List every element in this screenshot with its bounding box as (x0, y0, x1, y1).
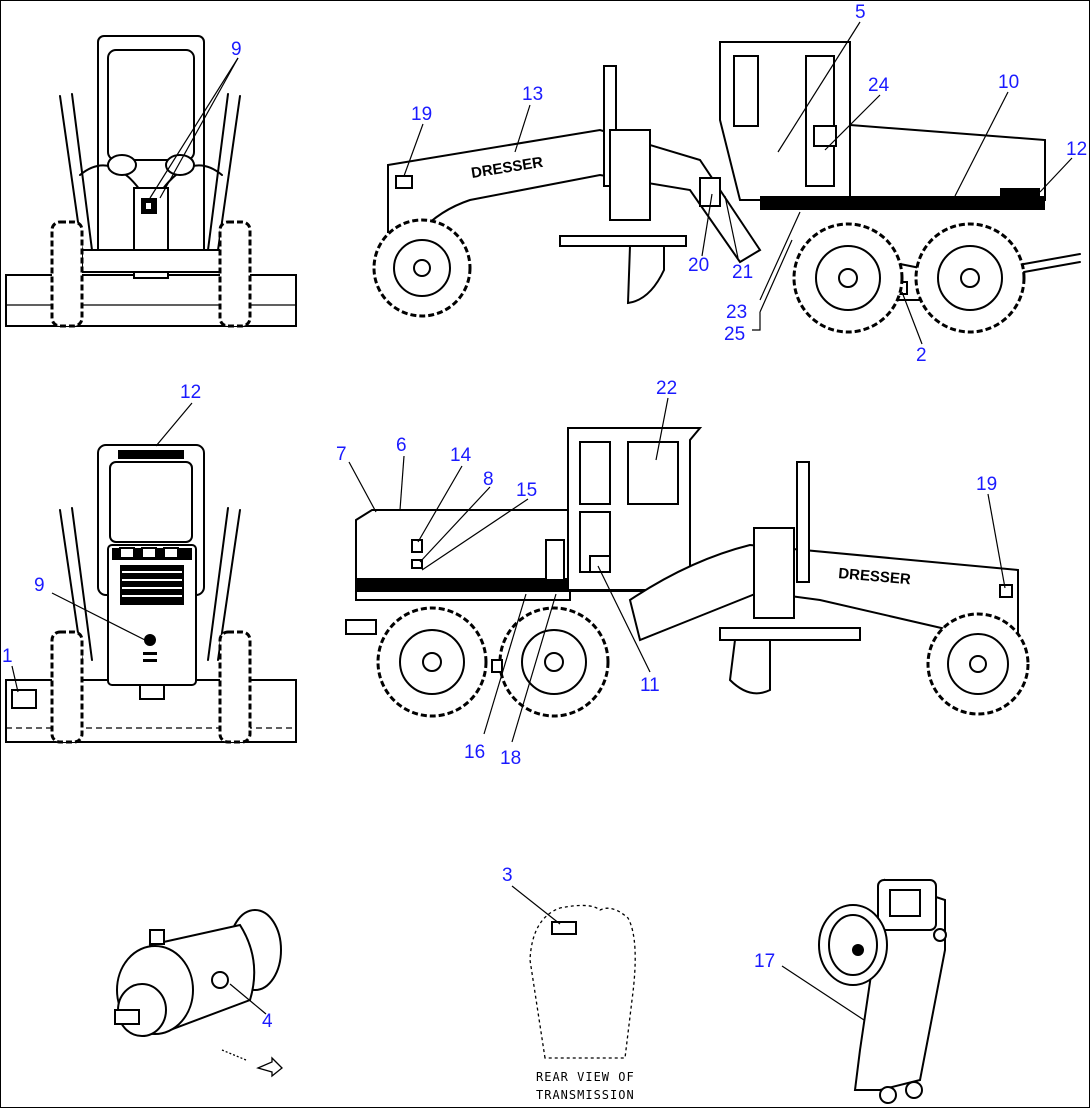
caption-line-2: TRANSMISSION (536, 1088, 635, 1102)
callout-10: 10 (998, 72, 1019, 93)
transmission-view (114, 909, 283, 1078)
brand-text-middle: DRESSER (838, 565, 912, 588)
callout-8: 8 (483, 469, 494, 490)
callout-22: 22 (656, 378, 677, 399)
steering-column-view (818, 878, 947, 1104)
leader-lines (11, 21, 1073, 1021)
side-view-middle: DRESSER (345, 427, 1030, 718)
front-view-top (5, 35, 297, 328)
callout-16: 16 (464, 742, 485, 763)
callout-17: 17 (754, 951, 775, 972)
callout-12-front: 12 (180, 382, 201, 403)
callout-9-front: 9 (34, 575, 45, 596)
caption-line-1: REAR VIEW OF (536, 1070, 635, 1084)
callout-12-top: 12 (1066, 139, 1087, 160)
callout-1: 1 (2, 646, 13, 667)
side-view-top: DRESSER (372, 41, 1081, 334)
callout-numbers: 9 19 13 5 24 10 12 20 21 23 25 2 12 9 1 … (2, 2, 1087, 1032)
callout-25: 25 (724, 324, 745, 345)
callout-4: 4 (262, 1011, 273, 1032)
callout-13: 13 (522, 84, 543, 105)
callout-9-top: 9 (231, 39, 242, 60)
callout-19-middle: 19 (976, 474, 997, 495)
callout-23: 23 (726, 302, 747, 323)
callout-24: 24 (868, 75, 890, 96)
callout-11: 11 (640, 675, 660, 696)
callout-5: 5 (855, 2, 866, 23)
rear-view-transmission: REAR VIEW OF TRANSMISSION (529, 904, 636, 1102)
callout-19-top: 19 (411, 104, 432, 125)
callout-3: 3 (502, 865, 513, 886)
callout-14: 14 (450, 445, 472, 466)
callout-21: 21 (732, 262, 753, 283)
callout-6: 6 (396, 435, 407, 456)
callout-2: 2 (916, 345, 927, 366)
callout-18: 18 (500, 748, 521, 769)
callout-15: 15 (516, 480, 537, 501)
callout-7: 7 (336, 444, 347, 465)
front-view-middle (5, 444, 297, 744)
callout-20: 20 (688, 255, 709, 276)
